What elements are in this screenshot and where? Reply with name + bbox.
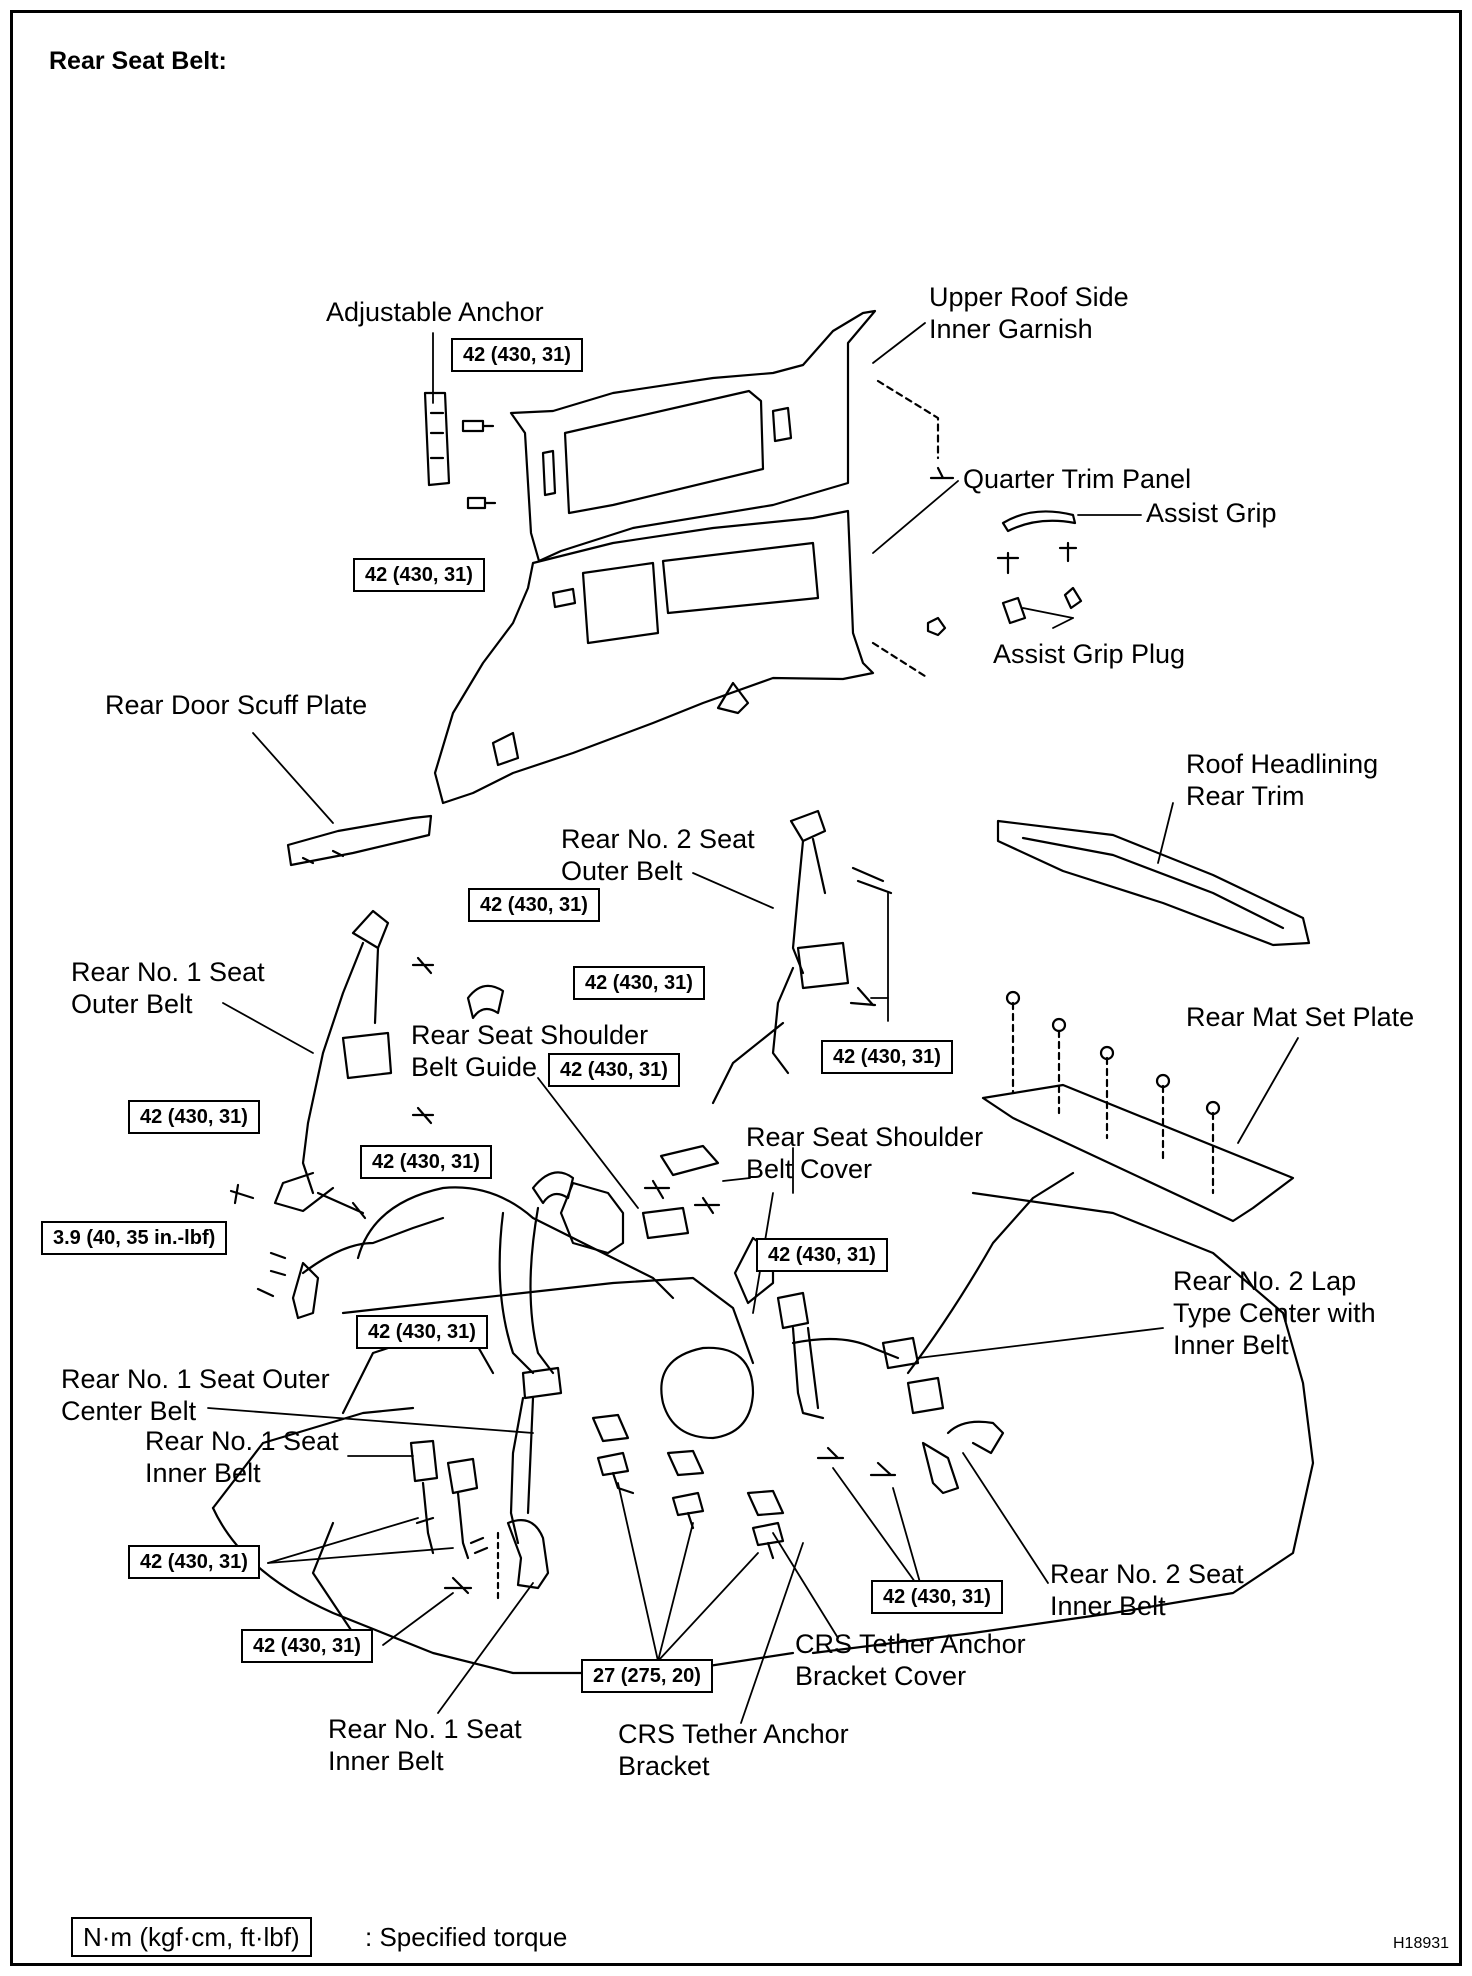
shoulder-belt-cover-part (659, 1144, 720, 1177)
label-rear-seat-shoulder-belt-cover: Rear Seat Shoulder Belt Cover (746, 1122, 984, 1184)
adjustable-anchor-part (423, 391, 451, 487)
label-rear-no2-lap-type-center-belt: Rear No. 2 Lap Type Center with Inner Be… (1173, 1266, 1376, 1360)
legend-text: : Specified torque (365, 1922, 568, 1952)
label-rear-no1-seat-outer-belt: Rear No. 1 Seat Outer Belt (71, 957, 265, 1019)
crs-bracket-part (591, 1413, 630, 1443)
label-rear-seat-shoulder-belt-guide: Rear Seat Shoulder Belt Guide (411, 1020, 649, 1082)
label-rear-no2-seat-outer-belt: Rear No. 2 Seat Outer Belt (561, 824, 755, 886)
torque-spec-box-small: 3.9 (40, 35 in.-lbf) (41, 1221, 228, 1255)
label-rear-door-scuff-plate: Rear Door Scuff Plate (105, 690, 368, 720)
torque-spec-box: 42 (430, 31) (241, 1629, 373, 1663)
torque-spec-box: 42 (430, 31) (468, 888, 600, 922)
torque-spec-box: 42 (430, 31) (821, 1040, 953, 1074)
label-rear-no1-seat-outer-center-belt: Rear No. 1 Seat Outer Center Belt (61, 1364, 330, 1426)
torque-spec-box: 42 (430, 31) (360, 1145, 492, 1179)
label-rear-no2-seat-inner-belt: Rear No. 2 Seat Inner Belt (1050, 1559, 1244, 1621)
page-title: Rear Seat Belt: (49, 47, 227, 75)
exploded-view-drawing (207, 309, 1315, 1724)
torque-spec-box: 42 (430, 31) (128, 1545, 260, 1579)
assist-grip-part (1001, 510, 1077, 533)
label-roof-headlining-rear-trim: Roof Headlining Rear Trim (1186, 749, 1379, 811)
torque-spec-box: 42 (430, 31) (756, 1238, 888, 1272)
legend-unit-box: N·m (kgf·cm, ft·lbf) (71, 1917, 312, 1957)
upper-roof-garnish-part (509, 309, 877, 563)
label-quarter-trim-panel: Quarter Trim Panel (963, 464, 1192, 494)
torque-spec-box-crs: 27 (275, 20) (581, 1659, 713, 1693)
quarter-trim-panel-part (433, 509, 875, 805)
label-adjustable-anchor: Adjustable Anchor (326, 297, 544, 327)
rear-no1-inner-belt-part (409, 1439, 439, 1483)
seat-outline-part (356, 1186, 675, 1300)
torque-spec-box: 42 (430, 31) (573, 966, 705, 1000)
figure-code: H18931 (1393, 1935, 1450, 1952)
rear-no2-lap-belt-part (776, 1291, 810, 1330)
torque-spec-box: 42 (430, 31) (128, 1100, 260, 1134)
torque-spec-box: 42 (430, 31) (548, 1053, 680, 1087)
torque-spec-box: 42 (430, 31) (356, 1315, 488, 1349)
diagram-sheet: Rear Seat Belt: Adjustable Anchor Upper … (10, 10, 1462, 1966)
label-assist-grip: Assist Grip (1146, 498, 1277, 528)
label-upper-roof-side-inner-garnish: Upper Roof Side Inner Garnish (929, 282, 1129, 344)
torque-spec-box: 42 (430, 31) (451, 338, 583, 372)
roof-headlining-part (996, 819, 1311, 947)
label-rear-mat-set-plate: Rear Mat Set Plate (1186, 1002, 1415, 1032)
torque-spec-box: 42 (430, 31) (871, 1580, 1003, 1614)
torque-spec-box: 42 (430, 31) (353, 558, 485, 592)
mat-set-plate-part (981, 1083, 1295, 1223)
label-rear-no1-seat-inner-belt-lower: Rear No. 1 Seat Inner Belt (328, 1714, 522, 1776)
rear-no2-inner-belt-part (906, 1376, 945, 1415)
label-crs-tether-anchor-bracket: CRS Tether Anchor Bracket (618, 1719, 849, 1781)
rear-no1-outer-belt-part (351, 909, 390, 950)
label-rear-no1-seat-inner-belt-upper: Rear No. 1 Seat Inner Belt (145, 1426, 339, 1488)
label-crs-tether-anchor-bracket-cover: CRS Tether Anchor Bracket Cover (795, 1629, 1026, 1691)
label-assist-grip-plug: Assist Grip Plug (993, 639, 1186, 669)
scuff-plate-part (286, 814, 433, 867)
rear-no2-outer-belt-part (789, 809, 827, 843)
